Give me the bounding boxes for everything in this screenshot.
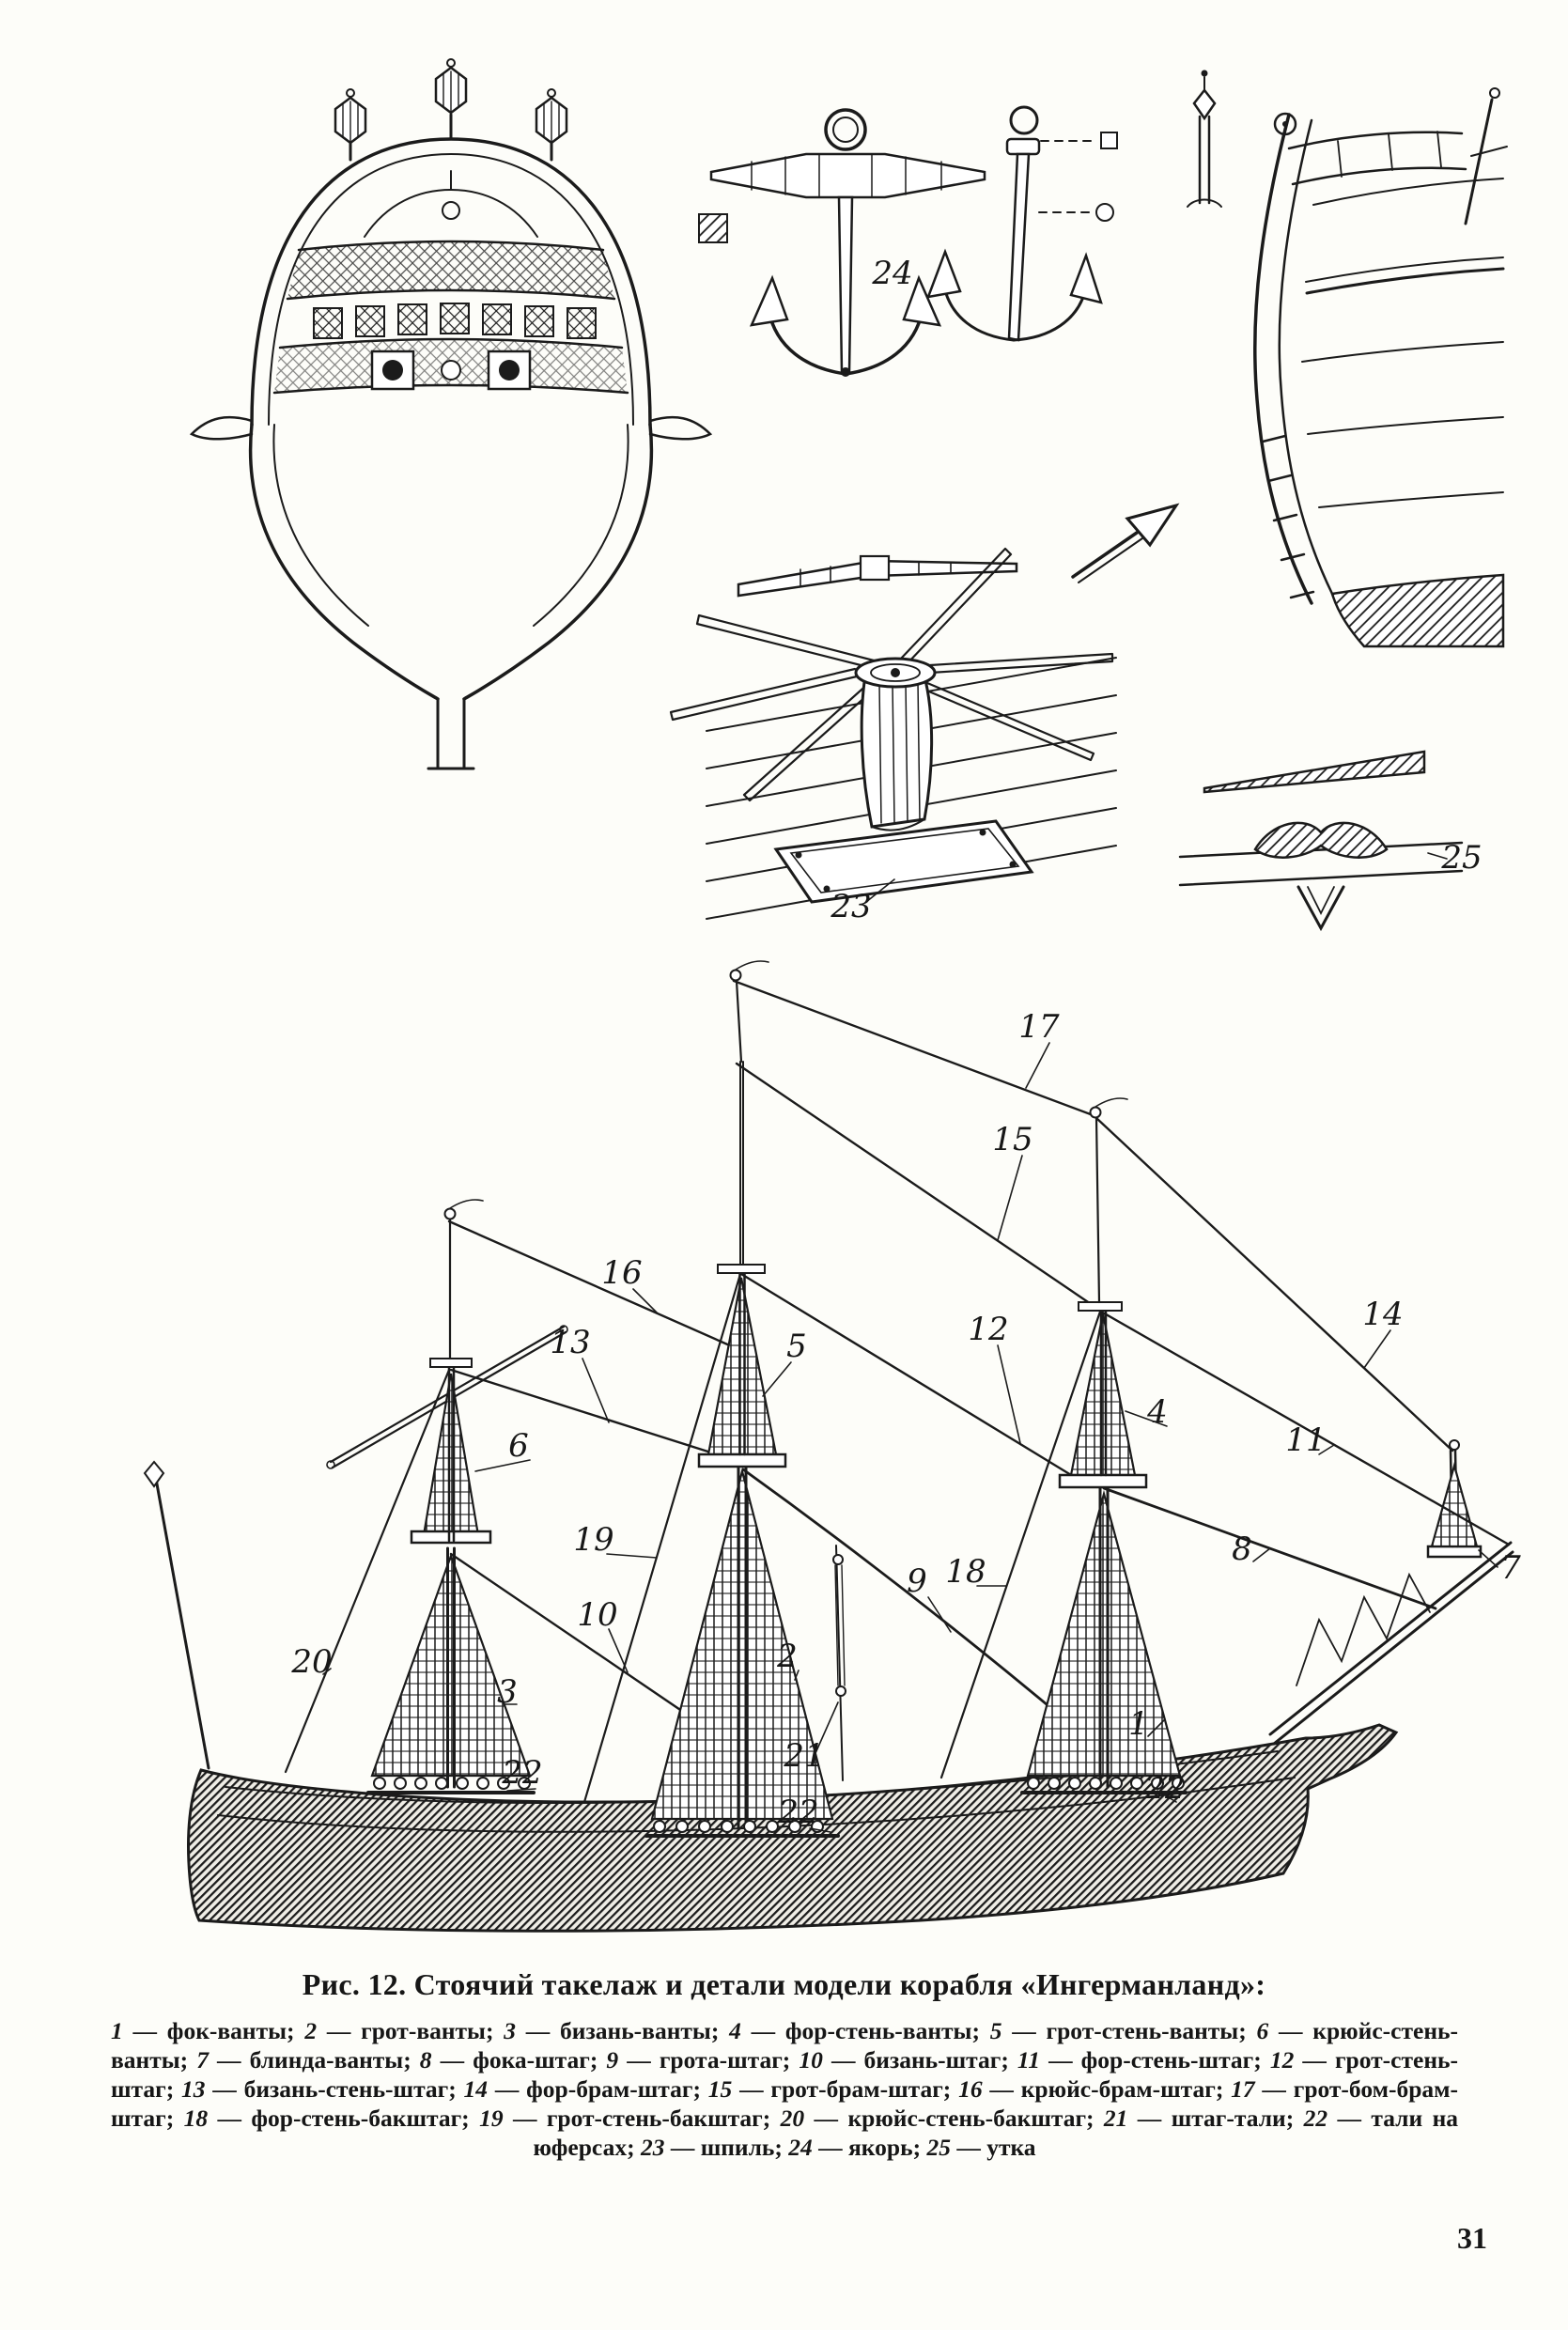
stay-15 [735, 1062, 1101, 1312]
legend-item: 11 — фор-стень-штаг; [1017, 2046, 1270, 2074]
anchor-ring-icon [824, 108, 867, 151]
figure-label-18: 18 [945, 1553, 986, 1591]
yard-spar-drawing [737, 554, 1018, 598]
label-leader-lines [322, 1042, 1498, 1833]
legend-item: 21 — штаг-тали; [1103, 2105, 1304, 2132]
legend-item: 9 — грота-штаг; [606, 2046, 800, 2074]
figure-label-4: 4 [1146, 1393, 1168, 1431]
figure-label-20: 20 [290, 1643, 332, 1681]
figure-label-16: 16 [601, 1254, 642, 1292]
figure-label-7: 7 [1500, 1549, 1521, 1587]
main-mast [737, 1462, 748, 1830]
figure-caption: Рис. 12. Стоячий такелаж и детали модели… [0, 1967, 1568, 2002]
cleat-drawing [1178, 750, 1464, 932]
fore-top-shrouds [1069, 1313, 1137, 1477]
figure-label-17: 17 [1018, 1008, 1060, 1046]
stay-tackle [835, 1545, 844, 1781]
figure-caption-label: Рис. 12. [302, 1967, 414, 2001]
fore-mast [1098, 1483, 1110, 1789]
stay-16 [447, 1219, 742, 1352]
backstay-18 [939, 1310, 1102, 1779]
capstan-drawing [669, 547, 1117, 920]
legend-item: 16 — крюйс-брам-штаг; [958, 2075, 1232, 2103]
legend-item: 23 — шпиль; [640, 2134, 789, 2161]
stay-11 [1099, 1310, 1511, 1546]
figure-12-artwork: 1 2 3 4 5 6 7 8 9 10 11 12 13 14 15 16 1… [143, 58, 1521, 1933]
main-shrouds [650, 1467, 834, 1821]
figure-label-19: 19 [573, 1521, 613, 1559]
figure-label-8: 8 [1232, 1530, 1252, 1568]
figure-legend: 1 — фок-ванты; 2 — грот-ванты; 3 — бизан… [111, 2016, 1458, 2162]
figure-label-13: 13 [550, 1324, 590, 1361]
figure-caption-title: Стоячий такелаж и детали модели корабля … [413, 1967, 1266, 2001]
legend-item: 8 — фока-штаг; [419, 2046, 607, 2074]
page-number: 31 [1457, 2221, 1487, 2255]
figure-label-14: 14 [1362, 1296, 1403, 1333]
stern-view-drawing [189, 58, 713, 770]
figure-label-3: 3 [497, 1673, 518, 1711]
legend-item: 6 — крюйс-стень-ванты; [111, 2017, 1459, 2074]
figure-label-10: 10 [577, 1596, 617, 1634]
legend-item: 22 — тали на юферсах; [533, 2105, 1459, 2161]
figure-label-9: 9 [907, 1562, 927, 1600]
legend-item: 10 — бизань-штаг; [799, 2046, 1017, 2074]
legend-item: 25 — утка [926, 2134, 1036, 2161]
figure-label-11: 11 [1285, 1421, 1326, 1459]
legend-item: 3 — бизань-ванты; [504, 2017, 730, 2044]
figure-label-22a: 22 [501, 1754, 542, 1792]
main-top-shrouds [706, 1277, 778, 1456]
rigging-diagram [143, 960, 1514, 1933]
legend-item: 14 — фор-брам-штаг; [463, 2075, 708, 2103]
stay-14 [1094, 1116, 1454, 1452]
arrow-pointer-icon [1071, 503, 1180, 583]
stay-13 [449, 1368, 742, 1464]
anchor-stock [709, 152, 986, 199]
figure-label-22b: 22 [777, 1794, 818, 1831]
backstay-19 [582, 1272, 742, 1804]
legend-item: 1 — фок-ванты; [111, 2017, 305, 2044]
legend-item: 12 — грот-стень-штаг; [111, 2046, 1458, 2103]
mizzen-top-shrouds [421, 1373, 481, 1543]
figure-label-2: 2 [776, 1638, 798, 1675]
bow-view-drawing [1187, 70, 1508, 648]
sprit-shrouds [1430, 1461, 1479, 1548]
mizzen-shrouds [370, 1552, 532, 1778]
figure-label-5: 5 [786, 1328, 807, 1365]
stay-17 [732, 979, 1097, 1118]
legend-item: 5 — грот-стень-ванты; [989, 2017, 1257, 2044]
figure-label-23: 23 [830, 888, 871, 925]
stay-12 [739, 1272, 1082, 1483]
legend-item: 17 — грот-бом-брам-штаг; [111, 2075, 1459, 2132]
mizzen-mast [446, 1546, 456, 1789]
legend-item: 19 — грот-стень-бакштаг; [479, 2105, 781, 2132]
figure-label-12: 12 [968, 1311, 1008, 1348]
figure-label-15: 15 [992, 1121, 1032, 1158]
figure-label-24: 24 [871, 255, 912, 292]
figure-label-21: 21 [783, 1737, 824, 1775]
fore-shrouds [1026, 1489, 1182, 1778]
legend-item: 15 — грот-брам-штаг; [707, 2075, 959, 2103]
bowsprit [1268, 1541, 1514, 1746]
figure-label-1: 1 [1128, 1705, 1149, 1743]
figure-label-6: 6 [508, 1427, 529, 1465]
legend-item: 2 — грот-ванты; [304, 2017, 505, 2044]
legend-item: 18 — фор-стень-бакштаг; [183, 2105, 480, 2132]
backstay-20 [284, 1368, 451, 1774]
anchor-drawings [698, 105, 1118, 377]
figure-label-25: 25 [1440, 839, 1482, 877]
legend-item: 13 — бизань-стень-штаг; [181, 2075, 464, 2103]
legend-item: 7 — блинда-ванты; [196, 2046, 420, 2074]
figure-label-22c: 22 [1143, 1769, 1185, 1807]
legend-item: 20 — крюйс-стень-бакштаг; [780, 2105, 1104, 2132]
legend-item: 4 — фор-стень-ванты; [729, 2017, 990, 2044]
legend-item: 24 — якорь; [788, 2134, 927, 2161]
